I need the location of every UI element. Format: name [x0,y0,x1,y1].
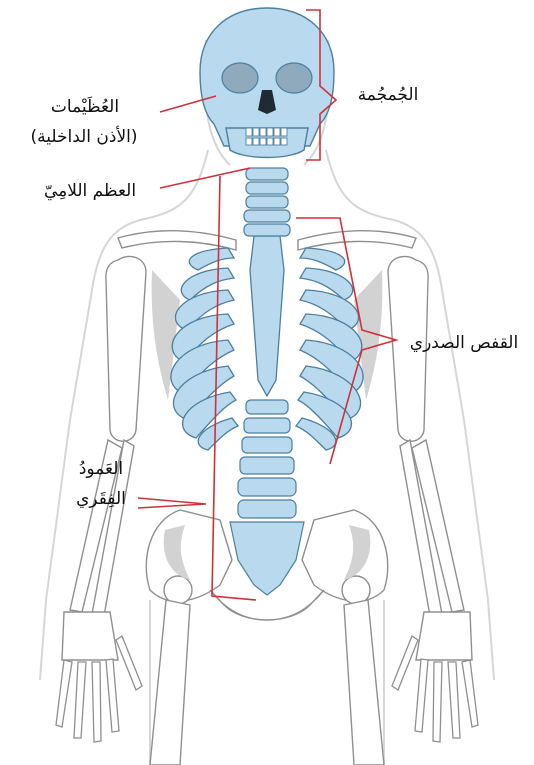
label-ribcage: القفص الصدري [396,332,532,355]
arm-right [388,256,472,660]
label-spine-line2: الفِقَري [56,488,146,511]
label-hyoid: العظم اللامِيّ [20,180,160,203]
label-ossicles-line2: (الأذن الداخلية) [6,126,162,149]
label-skull: الجُمجُمة [338,84,438,107]
label-spine-line1: العَمودُ [56,458,146,481]
label-ossicles-line1: العُظَيْمات [10,96,160,119]
femurs [150,600,384,765]
